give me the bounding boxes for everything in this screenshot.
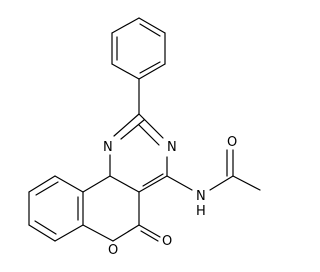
atom-labels: N N N H O O O [103, 135, 237, 258]
acetamide-group [166, 149, 261, 191]
pyrimidine-ring [109, 113, 168, 193]
atom-acyl-oxygen: O [227, 135, 237, 150]
atom-ring-oxygen: O [108, 243, 118, 258]
atom-n1: N [103, 140, 113, 155]
lactone-carbonyl [138, 224, 161, 242]
atom-nh-h: H [196, 204, 206, 219]
molecule-canvas: N N N H O O O [28, 17, 261, 258]
molecule-structure: N N N H O O O [28, 17, 261, 258]
atom-nh-n: N [196, 189, 206, 204]
atom-n3: N [167, 140, 177, 155]
chromenone-core [28, 175, 140, 242]
phenyl-ring [111, 17, 166, 80]
atom-carbonyl-oxygen: O [162, 234, 172, 249]
